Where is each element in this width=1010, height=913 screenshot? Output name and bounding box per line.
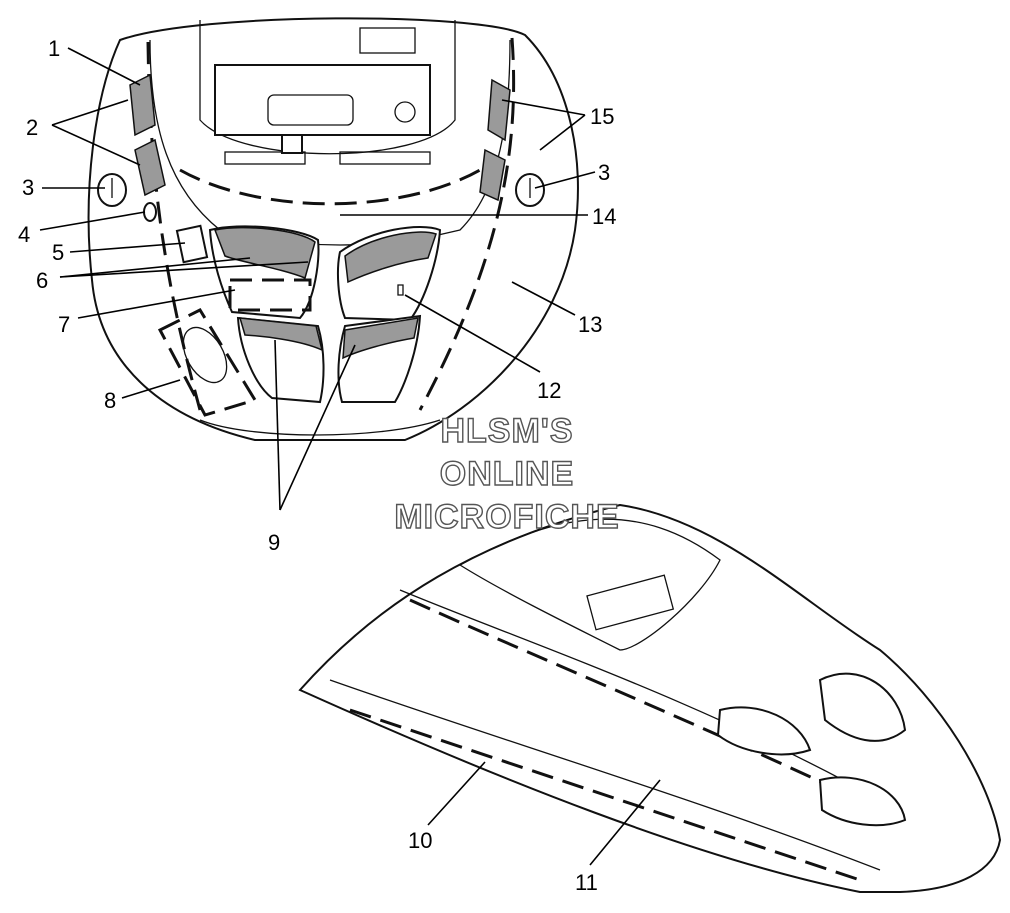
leader-6a (59, 257, 251, 278)
grille-screen-upper-left (213, 226, 316, 280)
hood-side-crease-upper (399, 589, 881, 801)
reflector-small (143, 202, 157, 222)
callout-8: 8 (104, 388, 116, 413)
callout-14: 14 (592, 204, 616, 229)
hood-inner-rim (149, 39, 511, 246)
leader-13 (511, 281, 576, 316)
watermark-line-1: HLSM'S (440, 412, 573, 450)
windshield-mount (458, 518, 721, 651)
side-screen-right-upper (487, 78, 511, 142)
callout-13: 13 (578, 312, 602, 337)
warning-decal-square (175, 224, 209, 264)
hood-lower-lip (199, 419, 441, 436)
leader-15b (539, 114, 586, 151)
leader-6b (59, 261, 309, 278)
leader-5 (69, 242, 186, 253)
stripe-decal-right-outline (418, 37, 516, 411)
console-latch (281, 134, 303, 154)
console-bar-right (339, 151, 431, 165)
leader-8 (121, 379, 181, 399)
callout-7: 7 (58, 312, 70, 337)
side-vent-lower (818, 776, 907, 827)
callout-3-right: 3 (598, 160, 610, 185)
side-stripe-decal-upper (409, 598, 861, 802)
callout-3-left: 3 (22, 175, 34, 200)
side-screen-left-upper (129, 73, 156, 137)
upper-band-decal-outline (179, 168, 481, 206)
lower-left-reflector (182, 326, 228, 384)
grille-screen-lower-left (238, 317, 324, 352)
watermark-line-3: MICROFICHE (394, 498, 619, 536)
console-slot (359, 27, 416, 54)
grille-screen-lower-right (342, 317, 419, 360)
lower-left-decal-outline (157, 308, 258, 417)
callout-numbers: 1 2 3 4 5 6 7 8 9 10 11 12 13 14 15 3 (18, 36, 616, 895)
hood-side-crease-lower (329, 679, 881, 871)
hood-front-view (87, 17, 579, 441)
leader-12 (404, 294, 541, 373)
side-vent-upper (818, 672, 907, 742)
console-gauge-hole (394, 101, 416, 123)
console-panel (214, 64, 431, 136)
side-screen-right-lower (479, 148, 506, 202)
hood-side-shell (298, 503, 1002, 893)
side-stripe-decal-lower (349, 708, 861, 882)
console-window (267, 94, 354, 126)
callout-12: 12 (537, 378, 561, 403)
leader-3-right (534, 171, 596, 189)
leader-2a (51, 99, 129, 126)
leader-7 (77, 289, 236, 319)
grille-screen-upper-right (344, 231, 437, 284)
callout-1: 1 (48, 36, 60, 61)
leader-lines (39, 47, 661, 866)
grille-fastener (397, 284, 404, 296)
console-bar-left (224, 151, 306, 165)
leader-11 (589, 779, 661, 866)
watermark-line-2: ONLINE (440, 455, 574, 493)
leader-10 (427, 761, 486, 826)
callout-11: 11 (575, 870, 598, 895)
callout-15: 15 (590, 104, 614, 129)
side-console-window (586, 574, 675, 631)
side-vent-middle (716, 706, 812, 756)
leader-15a (501, 99, 586, 116)
hood-side-view (298, 503, 1002, 893)
callout-10: 10 (408, 828, 432, 853)
callout-6: 6 (36, 268, 48, 293)
leader-9a (274, 339, 281, 511)
callout-2: 2 (26, 115, 38, 140)
leader-4 (39, 211, 146, 231)
grille-decal-outline (228, 278, 312, 312)
callout-5: 5 (52, 240, 64, 265)
side-screen-left-lower (134, 138, 166, 197)
leader-2b (51, 124, 141, 166)
callout-4: 4 (18, 222, 30, 247)
leader-1 (67, 47, 141, 86)
leader-9b (279, 344, 356, 511)
callout-9: 9 (268, 530, 280, 555)
watermark: HLSM'S ONLINE MICROFICHE (394, 411, 620, 536)
